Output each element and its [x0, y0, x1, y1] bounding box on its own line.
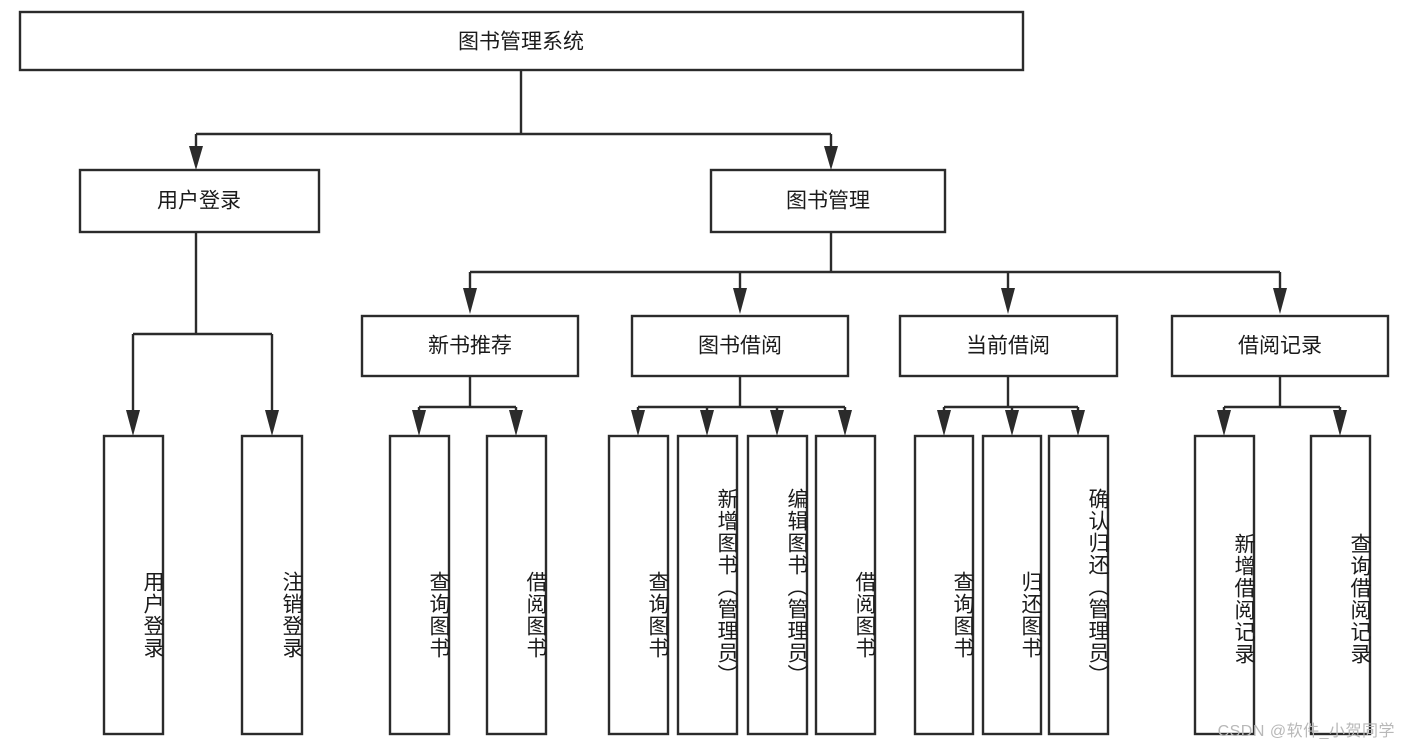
node-book-management-label: 图书管理 — [786, 190, 870, 213]
leaf-box-borrow-book-2[interactable] — [814, 434, 877, 736]
leaf-box-edit-book[interactable] — [746, 434, 809, 736]
leaf-box-return-book[interactable] — [981, 434, 1043, 736]
leaf-boxes — [102, 434, 1372, 736]
leaf-box-add-book[interactable] — [676, 434, 739, 736]
connector-bookborrow-to-leaves — [631, 376, 852, 436]
node-borrow-record-label: 借阅记录 — [1238, 335, 1322, 358]
node-book-borrow-label: 图书借阅 — [698, 335, 782, 358]
node-root[interactable]: 图书管理系统 — [18, 10, 1025, 72]
leaf-box-query-book-3[interactable] — [913, 434, 975, 736]
connector-borrowrecord-to-leaves — [1217, 376, 1347, 436]
node-new-book-recommend-label: 新书推荐 — [428, 335, 512, 358]
leaf-box-user-login[interactable] — [102, 434, 165, 736]
watermark-text: CSDN @软件_小贺同学 — [1217, 723, 1395, 740]
leaf-box-logout[interactable] — [240, 434, 304, 736]
connector-newbook-to-leaves — [412, 376, 523, 436]
connector-root-to-level2 — [189, 70, 838, 170]
node-borrow-record[interactable]: 借阅记录 — [1170, 314, 1390, 378]
node-book-management[interactable]: 图书管理 — [709, 168, 947, 234]
leaf-box-query-book-1[interactable] — [388, 434, 451, 736]
leaf-box-query-record[interactable] — [1309, 434, 1372, 736]
leaf-box-add-record[interactable] — [1193, 434, 1256, 736]
leaf-box-confirm-return[interactable] — [1047, 434, 1110, 736]
node-user-login[interactable]: 用户登录 — [78, 168, 321, 234]
node-user-login-label: 用户登录 — [157, 190, 241, 213]
node-root-label: 图书管理系统 — [458, 31, 584, 54]
node-current-borrow[interactable]: 当前借阅 — [898, 314, 1119, 378]
leaf-box-borrow-book-1[interactable] — [485, 434, 548, 736]
connector-userlogin-to-leaves — [126, 232, 279, 436]
connector-bookmgmt-to-level3 — [463, 232, 1287, 314]
node-book-borrow[interactable]: 图书借阅 — [630, 314, 850, 378]
leaf-box-query-book-2[interactable] — [607, 434, 670, 736]
node-new-book-recommend[interactable]: 新书推荐 — [360, 314, 580, 378]
node-current-borrow-label: 当前借阅 — [966, 335, 1050, 358]
connector-currentborrow-to-leaves — [937, 376, 1085, 436]
